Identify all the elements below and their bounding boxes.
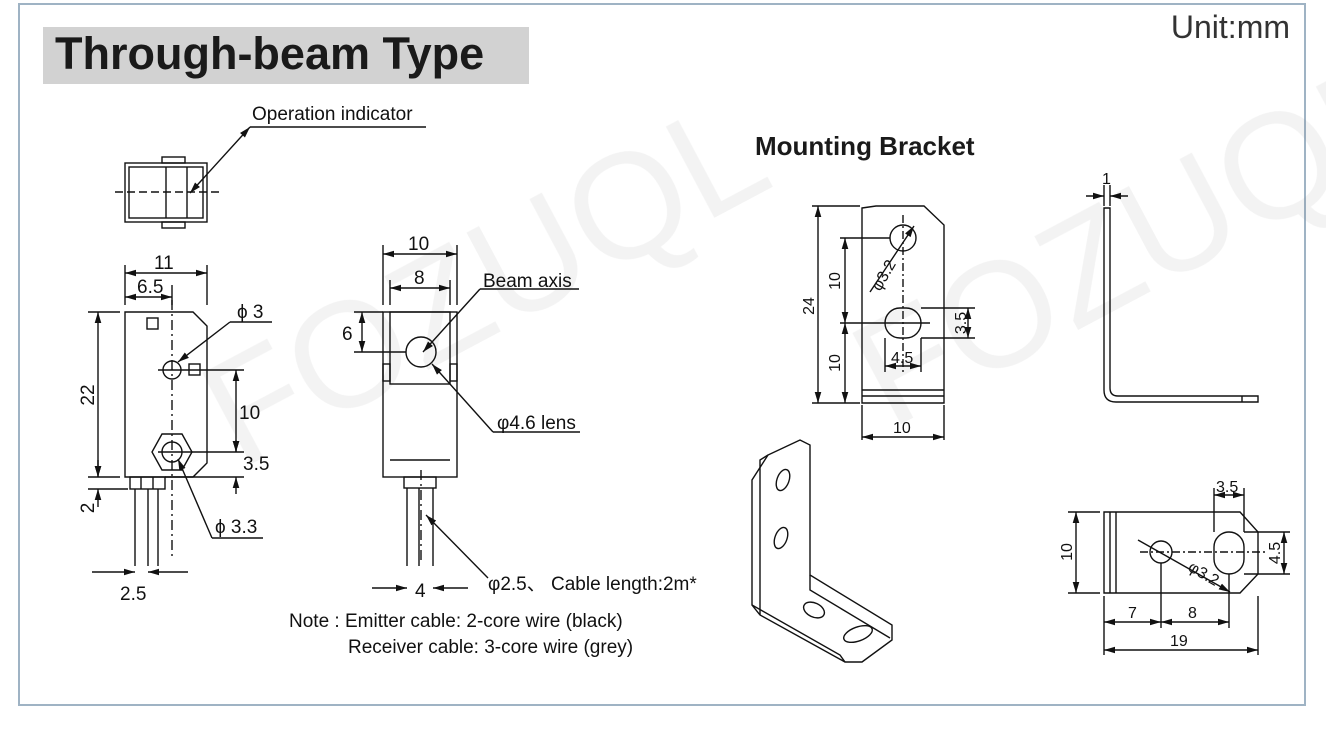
dim-b-45: 4.5 (891, 350, 913, 367)
bracket-dimensions: 24 10 10 φ3.2 3.5 4.5 10 1 10 3.5 4.5 φ3… (801, 171, 1284, 650)
dim-2-5: 2.5 (120, 584, 146, 605)
dim-11: 11 (154, 253, 174, 274)
dim-side-4: 4 (415, 581, 426, 602)
dim-bb-35: 3.5 (1216, 479, 1238, 496)
dim-22: 22 (78, 384, 99, 405)
phi3-label: ϕ 3 (237, 302, 264, 323)
dim-bb-10: 10 (1059, 543, 1076, 561)
page-title: Through-beam Type (55, 28, 485, 79)
note-line-1: Note : Emitter cable: 2-core wire (black… (289, 611, 623, 632)
svg-text:FOZUQL: FOZUQL (826, 24, 1326, 458)
sensor-top-view (115, 126, 426, 229)
dim-bb-19: 19 (1170, 633, 1188, 650)
dim-side-8: 8 (414, 268, 425, 289)
dim-6-5: 6.5 (137, 277, 163, 298)
dim-b-w10: 10 (893, 420, 911, 437)
bracket-title: Mounting Bracket (755, 131, 975, 161)
unit-label: Unit:mm (1170, 9, 1290, 45)
bracket-front-view (812, 205, 975, 441)
watermark: FOZUQL FOZUQL (176, 24, 1326, 498)
dim-b-10a: 10 (827, 272, 844, 290)
sensor-front-view (88, 265, 272, 576)
sensor-side-view (354, 245, 580, 592)
note-line-2: Receiver cable: 3-core wire (grey) (348, 637, 634, 658)
title-background (43, 27, 529, 84)
dim-b-10b: 10 (827, 354, 844, 372)
side-dimensions: 10 8 6 4 (342, 234, 429, 602)
dim-2: 2 (78, 503, 99, 514)
lens-label: φ4.6 lens (497, 413, 576, 434)
bracket-side-view (1086, 185, 1259, 403)
beam-axis-label: Beam axis (483, 271, 572, 292)
dim-side-10: 10 (408, 234, 429, 255)
dim-10: 10 (239, 403, 260, 424)
dim-bb-d32: φ3.2 (1185, 559, 1222, 590)
front-dimensions: 11 6.5 22 10 3.5 2 2.5 (78, 253, 269, 605)
dim-b-t1: 1 (1102, 171, 1111, 188)
dim-b-35: 3.5 (953, 312, 970, 334)
dim-side-6: 6 (342, 324, 353, 345)
bracket-bottom-view (1068, 488, 1290, 655)
drawing-frame (18, 3, 1306, 706)
operation-indicator-label: Operation indicator (252, 104, 413, 125)
dim-b-24: 24 (801, 297, 818, 315)
dim-bb-7: 7 (1128, 605, 1137, 622)
dim-bb-45: 4.5 (1267, 542, 1284, 564)
cable-label: φ2.5、 Cable length:2m* (488, 574, 697, 595)
dim-bb-8: 8 (1188, 605, 1197, 622)
bracket-isometric-view (751, 439, 893, 663)
dim-3-5: 3.5 (243, 454, 269, 475)
phi33-label: ϕ 3.3 (215, 517, 257, 538)
